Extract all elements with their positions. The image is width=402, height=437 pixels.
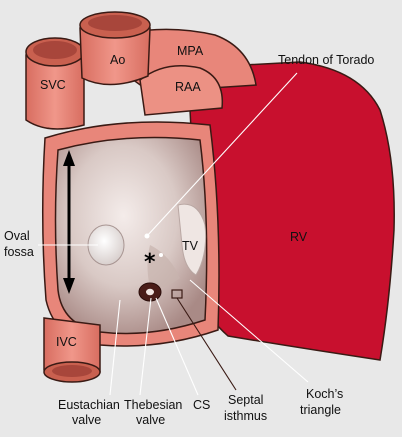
label-koch-1: Koch’s xyxy=(306,387,343,401)
label-raa: RAA xyxy=(175,80,201,94)
label-eustachian-1: Eustachian xyxy=(58,398,120,412)
koch-triangle-region xyxy=(147,245,180,289)
label-ao: Ao xyxy=(110,53,125,67)
aorta-vessel xyxy=(79,11,151,86)
label-septal-2: isthmus xyxy=(224,409,267,423)
label-ivc: IVC xyxy=(56,335,77,349)
label-septal-1: Septal xyxy=(228,393,263,407)
ivc-vessel xyxy=(43,317,101,383)
tricuspid-valve xyxy=(177,203,207,276)
label-oval-1: Oval xyxy=(4,229,30,243)
label-cs: CS xyxy=(193,398,210,412)
double-arrow xyxy=(63,150,75,294)
label-tendon: Tendon of Torado xyxy=(278,53,374,67)
label-thebesian-1: Thebesian xyxy=(124,398,182,412)
leader-lines xyxy=(38,72,309,396)
right-atrial-appendage xyxy=(139,65,224,116)
tendon-marker xyxy=(144,233,150,239)
label-mpa: MPA xyxy=(177,44,204,58)
label-thebesian-2: valve xyxy=(136,413,165,427)
septal-marker xyxy=(159,253,163,257)
label-tv: TV xyxy=(182,239,199,253)
label-rv: RV xyxy=(290,230,308,244)
label-star: * xyxy=(144,250,156,275)
label-koch-2: triangle xyxy=(300,403,341,417)
septal-leader xyxy=(176,297,237,391)
label-eustachian-2: valve xyxy=(72,413,101,427)
label-oval-2: fossa xyxy=(4,245,34,259)
label-svc: SVC xyxy=(40,78,66,92)
